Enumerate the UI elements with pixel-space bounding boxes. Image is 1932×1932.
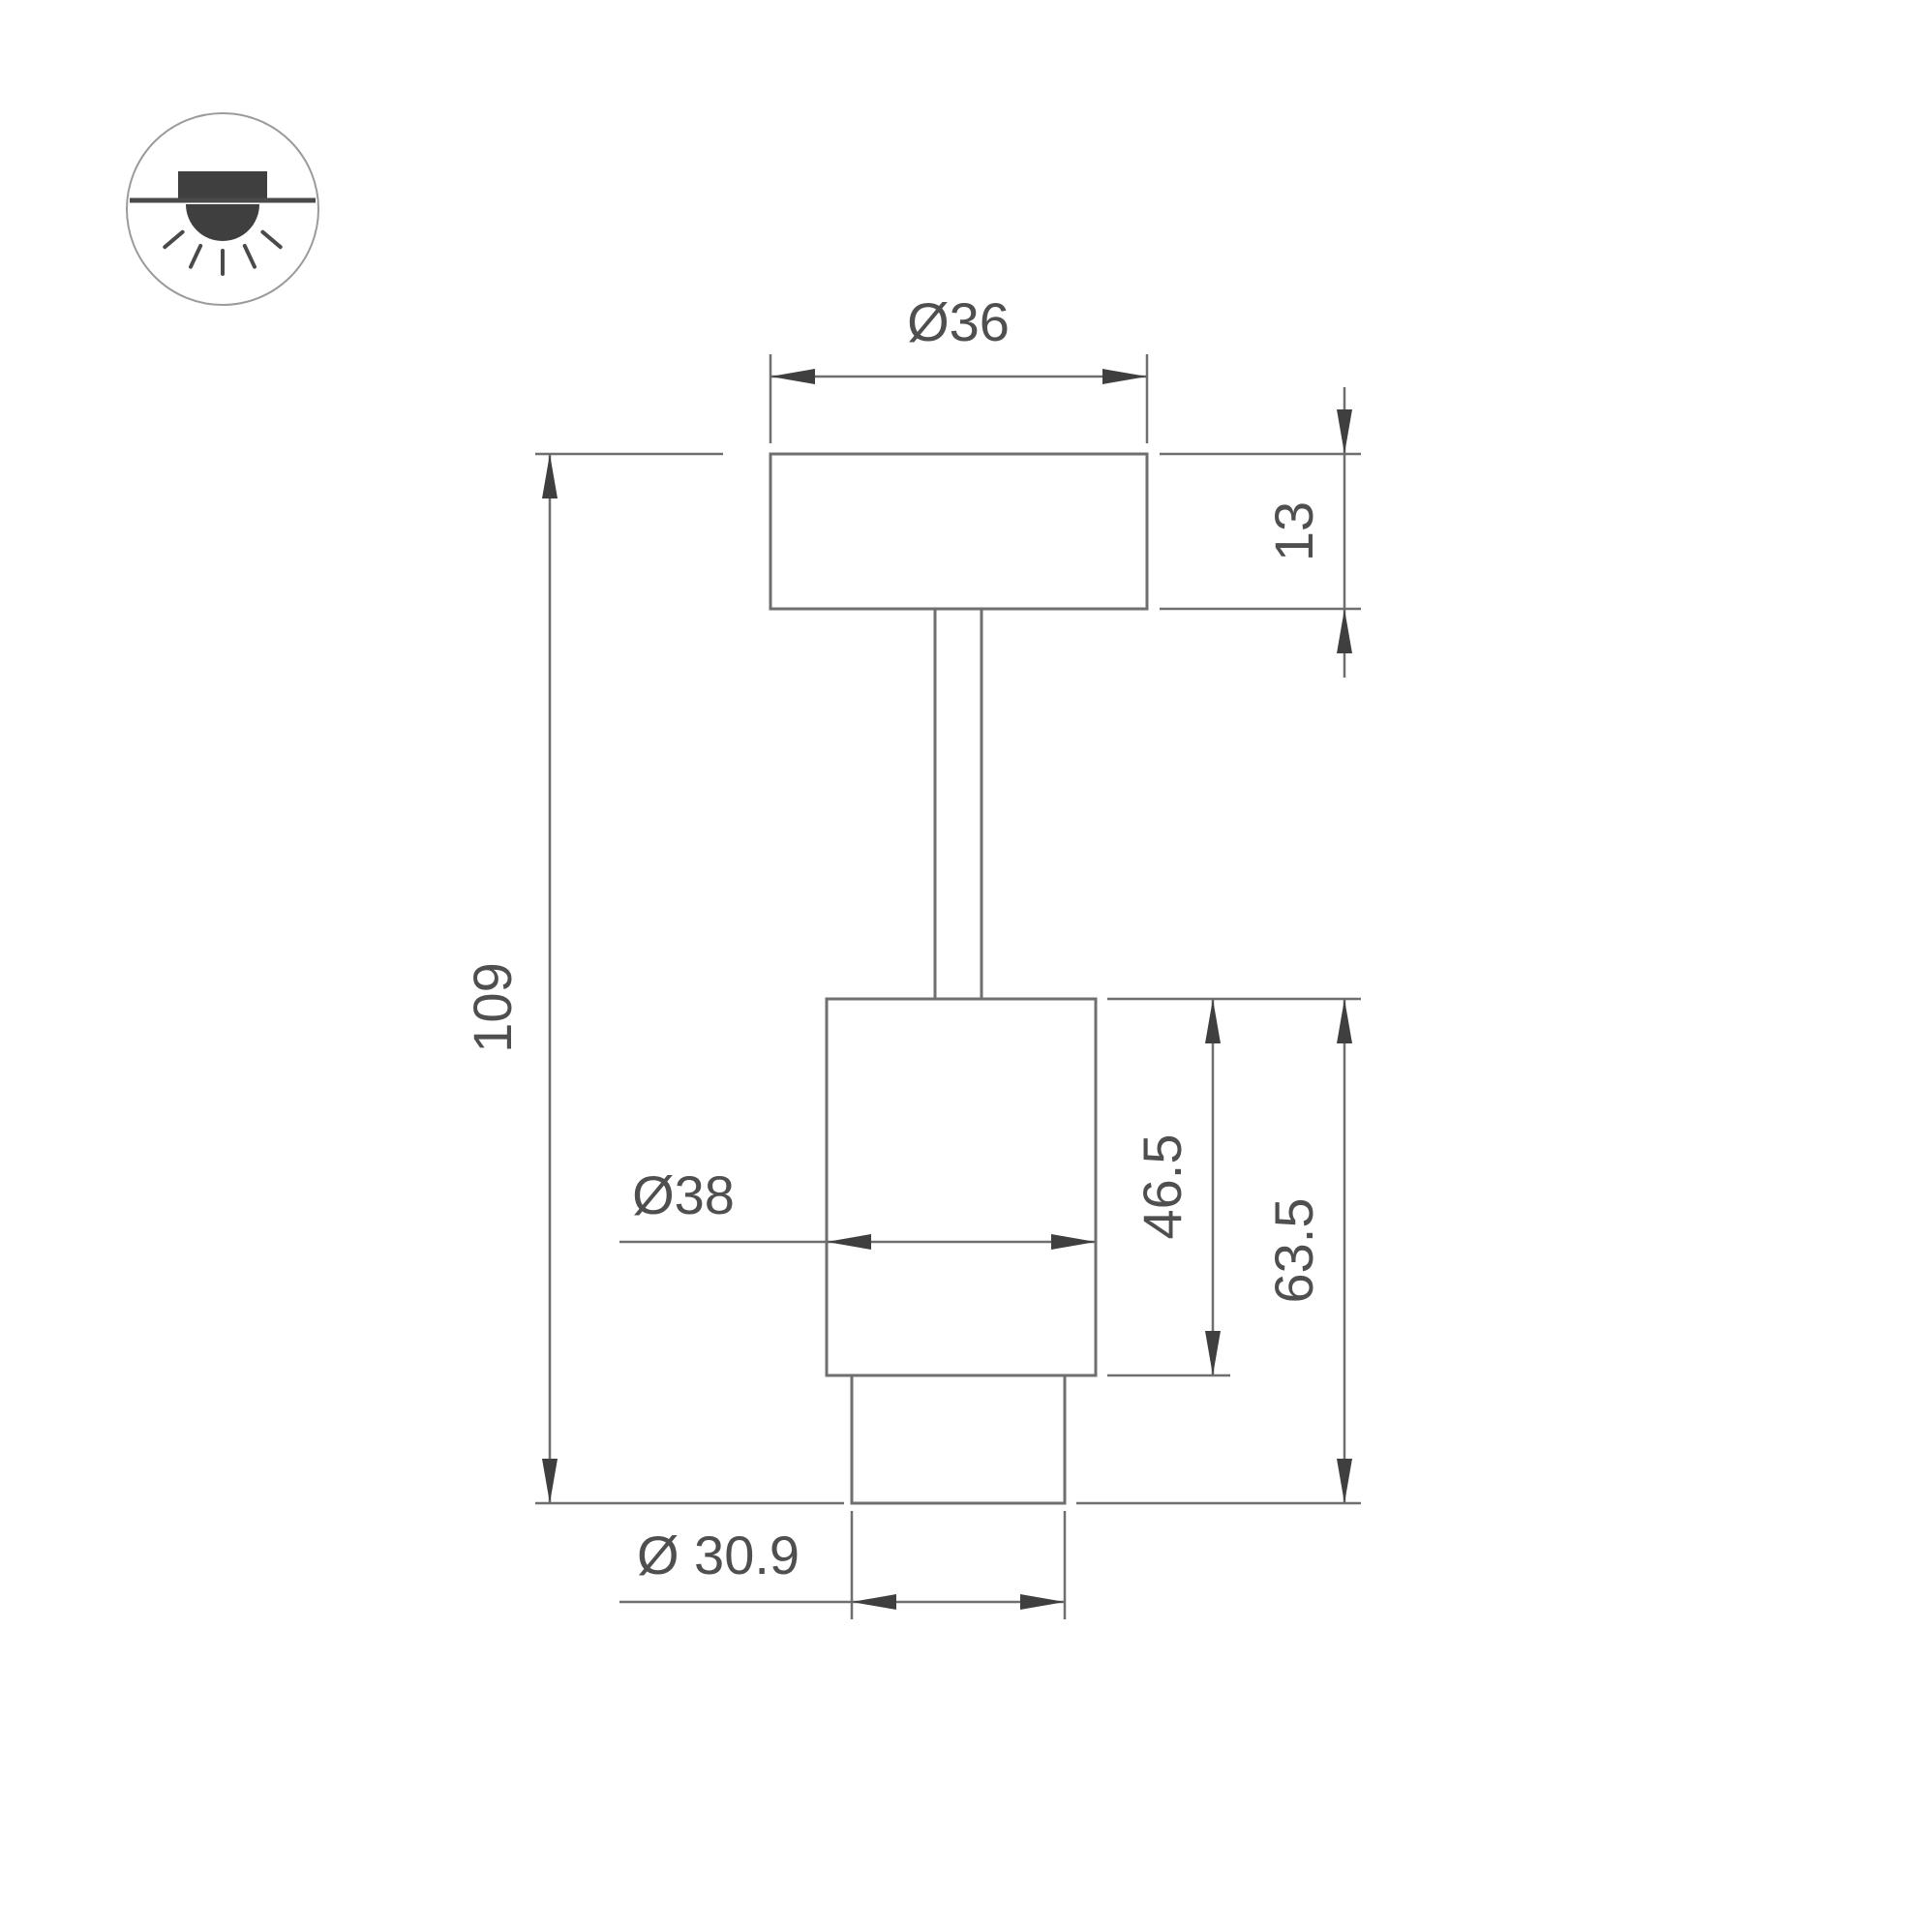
dimension-label: 63.5 bbox=[1263, 1198, 1324, 1304]
arrowhead bbox=[770, 369, 815, 384]
arrowhead bbox=[542, 454, 558, 498]
fixture-outline bbox=[769, 452, 1149, 1505]
arrowhead bbox=[542, 1459, 558, 1503]
arrowhead bbox=[1051, 1234, 1096, 1250]
dimension-head-height: 63.5 bbox=[1076, 999, 1361, 1505]
arrowhead bbox=[852, 1594, 896, 1610]
lamp-dome bbox=[186, 204, 259, 241]
dimension-label: 109 bbox=[462, 962, 523, 1052]
dimension-plate-height: 13 bbox=[1160, 387, 1361, 678]
dimension-label: 46.5 bbox=[1132, 1134, 1192, 1240]
arrowhead bbox=[1337, 1459, 1352, 1503]
bottom-cylinder-rect bbox=[850, 1374, 1067, 1505]
dimension-label: Ø38 bbox=[632, 1164, 735, 1225]
arrowhead bbox=[1102, 369, 1147, 384]
body-rect bbox=[825, 997, 1098, 1377]
dimension-body-diameter: Ø38 bbox=[619, 1164, 1096, 1250]
dimension-label: Ø36 bbox=[907, 291, 1010, 352]
arrowhead bbox=[1337, 999, 1352, 1043]
light-ray bbox=[260, 229, 283, 250]
mount-type-icon bbox=[126, 112, 319, 306]
arrowhead bbox=[827, 1234, 871, 1250]
arrowhead bbox=[1205, 999, 1221, 1043]
light-ray bbox=[242, 243, 257, 269]
dimension-top-diameter: Ø36 bbox=[769, 291, 1149, 443]
mount-plate-rect bbox=[769, 452, 1149, 611]
light-ray bbox=[189, 243, 203, 269]
housing-rect bbox=[178, 171, 267, 200]
arrowhead bbox=[1205, 1331, 1221, 1375]
dimension-body-height: 46.5 bbox=[1107, 997, 1361, 1377]
arrowhead bbox=[1020, 1594, 1065, 1610]
dimension-label: 13 bbox=[1263, 501, 1324, 561]
light-ray bbox=[163, 229, 185, 250]
arrowhead bbox=[1337, 409, 1352, 454]
stem-rect bbox=[933, 607, 983, 1001]
dimension-overall-height: 109 bbox=[462, 452, 844, 1505]
dimension-label: Ø 30.9 bbox=[637, 1524, 800, 1585]
dimension-bottom-diameter: Ø 30.9 bbox=[619, 1511, 1067, 1619]
arrowhead bbox=[1337, 609, 1352, 653]
